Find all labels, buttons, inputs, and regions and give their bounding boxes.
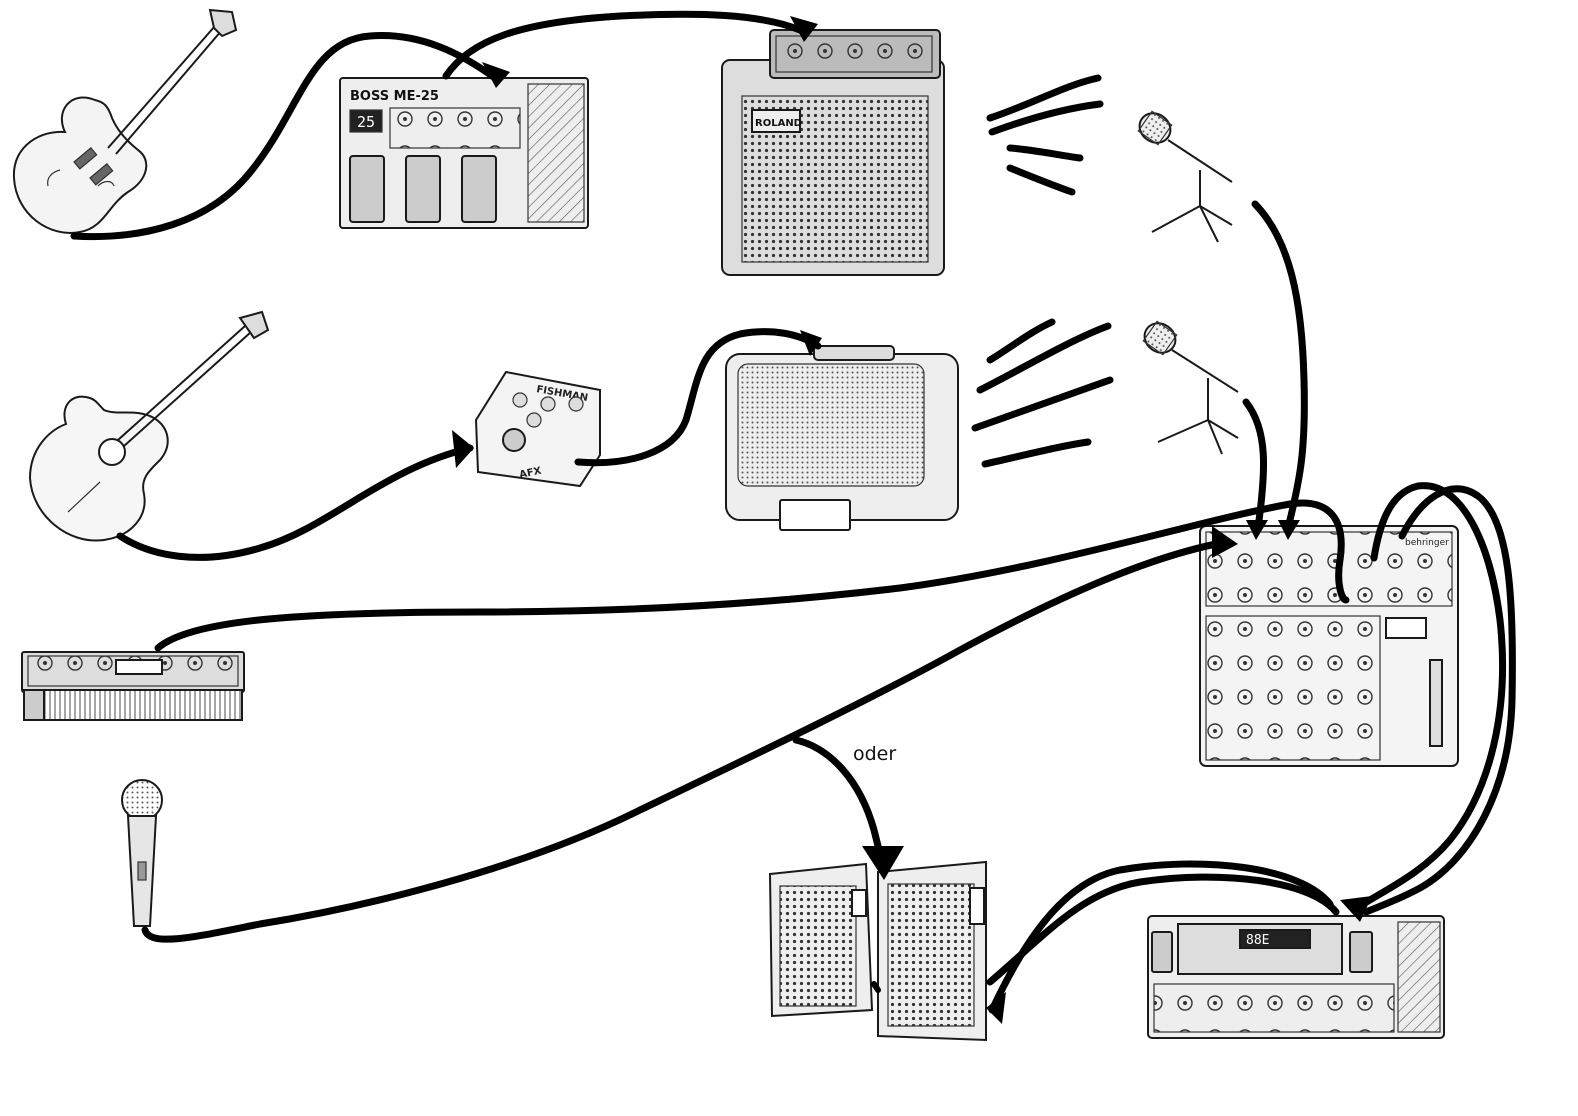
arrow-pa-in: [862, 846, 904, 880]
sound-waves-amp: [986, 74, 1104, 196]
cable-guitar-to-multi-effect: [70, 32, 499, 241]
pa-speaker-left: [768, 862, 874, 1018]
cable-mixer-to-floor-unit-a: [1350, 482, 1507, 914]
sound-waves-acoustic-amp: [971, 318, 1114, 468]
arrow-pedal-in: [452, 430, 474, 468]
floor-multi-effect: 88E: [1147, 915, 1445, 1039]
arrow-mixer-mic1: [1278, 520, 1300, 540]
acoustic-amp: [725, 345, 959, 531]
alternative-note: oder: [853, 743, 896, 765]
cable-handheld-mic-to-mixer: [141, 538, 1230, 943]
mixer-brand-label: behringer: [1405, 538, 1449, 548]
arrow-acoustic-amp-in: [800, 330, 822, 356]
multi-effect-display: 25: [357, 113, 375, 131]
arrow-mixer-handheld: [1212, 526, 1238, 558]
arrow-mixer-mic2: [1246, 520, 1268, 540]
electric-guitar: [12, 8, 238, 234]
pa-speaker-right: [877, 860, 987, 1042]
handheld-microphone: [121, 779, 163, 927]
fishman-afx-pedal: FISHMAN AFX: [474, 370, 601, 488]
arrow-amp-in: [790, 16, 818, 42]
arrow-pa-right-in: [986, 992, 1006, 1024]
multi-effect-label: BOSS ME-25: [350, 89, 439, 104]
cable-keyboard-to-mixer: [154, 499, 1350, 652]
amp-brand-label: ROLAND: [755, 118, 802, 129]
cable-acoustic-to-pedal: [116, 444, 474, 561]
cable-speaker-link: [871, 981, 881, 993]
cable-pedal-to-acoustic-amp: [574, 328, 822, 467]
cable-mic1-to-mixer: [1251, 200, 1308, 532]
condenser-mic-1: [1137, 110, 1233, 243]
stage-keyboard: [21, 651, 245, 721]
cable-alternative-to-pa: [792, 736, 886, 866]
guitar-combo-amp: ROLAND: [721, 29, 945, 276]
behringer-mixer: behringer: [1199, 525, 1459, 767]
cable-mixer-to-floor-unit-b: [1362, 485, 1516, 916]
boss-me25-multi-effect: BOSS ME-25 25: [339, 77, 589, 229]
arrow-multi-effect-in: [482, 62, 510, 88]
acoustic-guitar: [28, 310, 270, 542]
cable-multi-effect-to-amp: [442, 10, 804, 80]
cable-floor-unit-to-pa-a: [986, 873, 1340, 986]
cable-floor-unit-to-pa-b: [988, 860, 1334, 1014]
acoustic-preamp-sublabel: AFX: [518, 465, 542, 480]
looper-display: 88E: [1246, 933, 1269, 948]
arrow-floor-unit-in: [1340, 896, 1372, 922]
condenser-mic-2: [1142, 320, 1239, 455]
